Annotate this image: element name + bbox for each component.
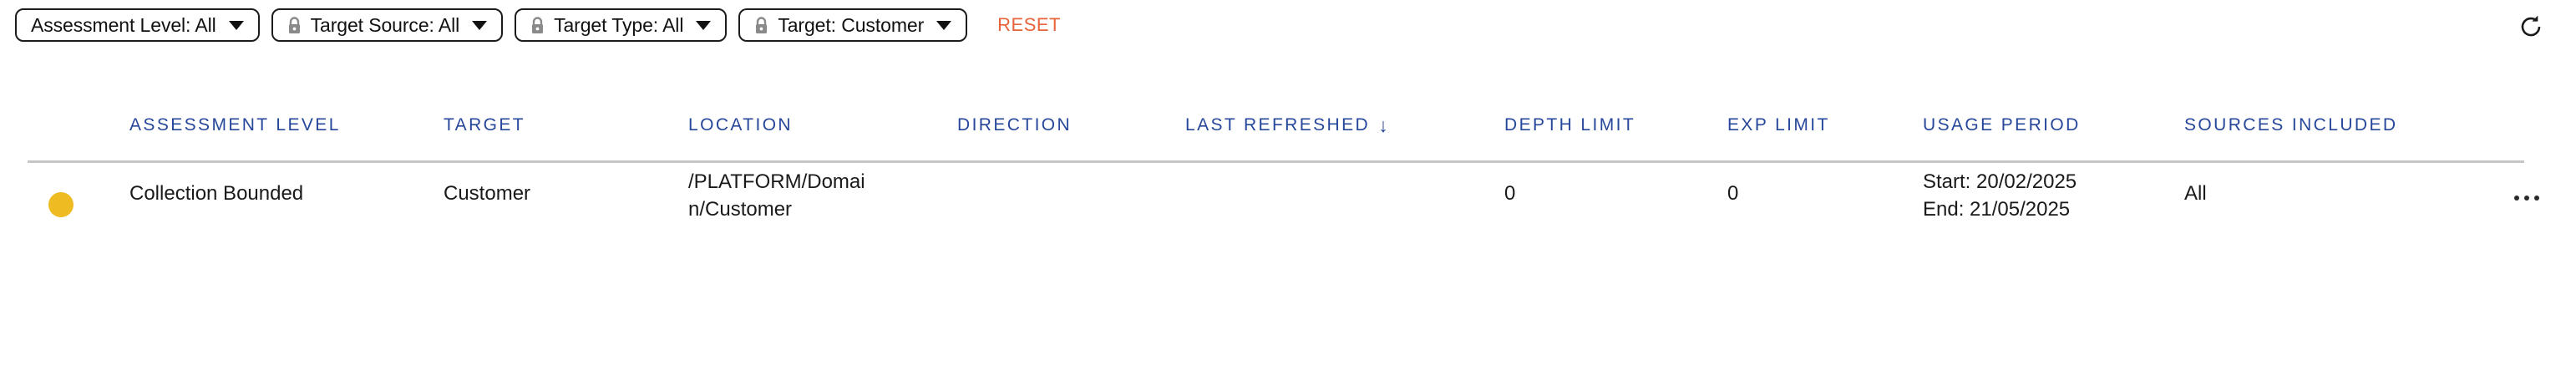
lock-icon	[287, 16, 302, 34]
column-header-assessment-level[interactable]: ASSESSMENT LEVEL	[129, 115, 341, 135]
chevron-down-icon	[228, 20, 244, 30]
filter-chip-label: Target Source: All	[310, 13, 460, 36]
usage-period-start: Start: 20/02/2025	[1923, 170, 2077, 193]
cell-target: Customer	[444, 182, 531, 205]
cell-location: /PLATFORM/Domain/Customer	[688, 170, 865, 221]
column-header-exp-limit[interactable]: EXP LIMIT	[1727, 115, 1830, 135]
filter-chip-target-type[interactable]: Target Type: All	[515, 8, 728, 42]
column-header-label: LOCATION	[688, 115, 793, 135]
column-header-label: EXP LIMIT	[1727, 115, 1830, 135]
filter-chip-label: Target Type: All	[554, 13, 684, 36]
table-header-row: ASSESSMENT LEVEL TARGET LOCATION DIRECTI…	[0, 80, 2576, 163]
column-header-label: SOURCES INCLUDED	[2184, 115, 2398, 135]
column-header-label: LAST REFRESHED	[1185, 115, 1371, 135]
column-header-last-refreshed[interactable]: LAST REFRESHED ↓	[1185, 115, 1390, 135]
status-badge	[48, 192, 74, 217]
assessments-table: ASSESSMENT LEVEL TARGET LOCATION DIRECTI…	[0, 80, 2576, 252]
cell-depth-limit: 0	[1504, 182, 1516, 205]
filter-bar: Assessment Level: All Target Source: All	[0, 0, 2576, 70]
reset-filters-button[interactable]: RESET	[997, 14, 1061, 35]
column-header-label: TARGET	[444, 115, 526, 135]
cell-assessment-level: Collection Bounded	[129, 182, 304, 205]
column-header-sources-included[interactable]: SOURCES INCLUDED	[2184, 115, 2397, 135]
chevron-down-icon	[472, 20, 488, 30]
column-header-label: ASSESSMENT LEVEL	[129, 115, 341, 135]
lock-icon	[530, 16, 545, 34]
filter-chip-assessment-level[interactable]: Assessment Level: All	[15, 8, 260, 42]
cell-exp-limit: 0	[1727, 182, 1739, 205]
column-header-direction[interactable]: DIRECTION	[957, 115, 1072, 135]
cell-sources-included: All	[2184, 182, 2207, 205]
column-header-depth-limit[interactable]: DEPTH LIMIT	[1504, 115, 1635, 135]
column-header-label: DEPTH LIMIT	[1504, 115, 1636, 135]
column-header-location[interactable]: LOCATION	[688, 115, 793, 135]
column-header-usage-period[interactable]: USAGE PERIOD	[1923, 115, 2081, 135]
lock-icon	[754, 16, 768, 34]
chevron-down-icon	[936, 20, 952, 30]
filter-chip-label: Target: Customer	[778, 13, 925, 36]
cell-usage-period: Start: 20/02/2025 End: 21/05/2025	[1923, 169, 2077, 223]
usage-period-end: End: 21/05/2025	[1923, 197, 2071, 221]
chevron-down-icon	[696, 20, 712, 30]
filter-chip-target-source[interactable]: Target Source: All	[271, 8, 504, 42]
sort-descending-icon: ↓	[1378, 114, 1390, 136]
filter-chip-label: Assessment Level: All	[31, 13, 216, 36]
menu-dot	[2534, 196, 2539, 201]
filter-chip-target[interactable]: Target: Customer	[738, 8, 968, 42]
header-divider	[28, 160, 2524, 163]
table-row[interactable]: Collection Bounded Customer /PLATFORM/Do…	[0, 160, 2576, 252]
more-horizontal-icon[interactable]	[2514, 196, 2539, 201]
column-header-target[interactable]: TARGET	[444, 115, 525, 135]
menu-dot	[2524, 196, 2529, 201]
column-header-label: DIRECTION	[957, 115, 1072, 135]
refresh-icon[interactable]	[2518, 13, 2544, 40]
column-header-label: USAGE PERIOD	[1923, 115, 2081, 135]
menu-dot	[2514, 196, 2519, 201]
filter-chip-group: Assessment Level: All Target Source: All	[15, 8, 1061, 42]
